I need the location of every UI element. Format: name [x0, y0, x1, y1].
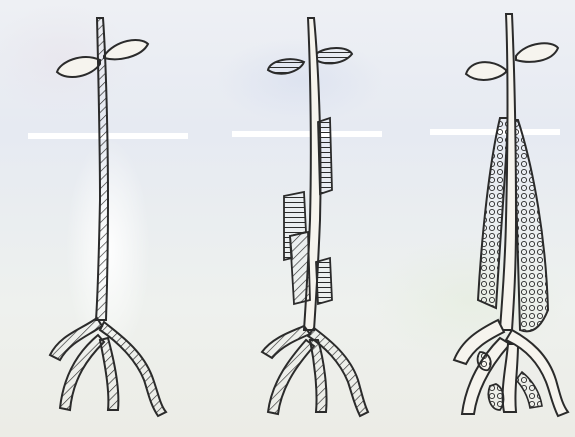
panel-a-leaf-right — [104, 40, 148, 59]
panel-c-root-lump — [488, 384, 503, 410]
panel-c-tissue-right — [514, 120, 548, 331]
panel-a — [50, 18, 166, 416]
panel-b — [262, 18, 368, 416]
panel-b-patch-right — [316, 258, 332, 304]
panel-b-patch-upper — [318, 118, 332, 194]
panel-a-leaf-left — [57, 57, 100, 77]
panel-b-root-middle — [310, 340, 327, 412]
panel-c-leaf-right — [516, 43, 558, 61]
panel-b-leaf-left — [268, 59, 304, 74]
ground-line-middle — [232, 131, 382, 137]
panel-c-root-middle — [503, 344, 518, 412]
panel-b-leaf-right — [316, 48, 352, 63]
ground-line-right — [430, 129, 560, 135]
panel-c — [454, 14, 568, 416]
panel-c-root-right-tissue — [516, 372, 542, 408]
panel-a-stem — [96, 18, 108, 320]
panel-b-patch-lower — [290, 232, 310, 304]
panel-a-root-middle — [100, 338, 118, 410]
panel-c-leaf-left — [466, 62, 506, 80]
